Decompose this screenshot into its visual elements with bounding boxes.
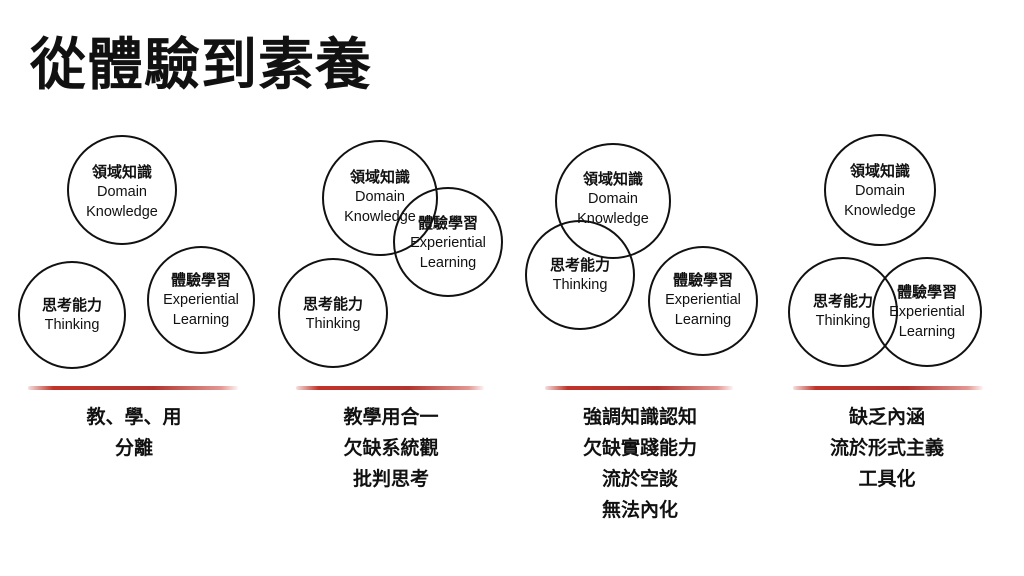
notes-list: 強調知識認知 欠缺實踐能力 流於空談 無法內化 — [540, 402, 740, 526]
circle-thinking — [18, 261, 126, 369]
notes-list: 缺乏內涵 流於形式主義 工具化 — [787, 402, 987, 495]
note-line: 分離 — [114, 437, 153, 459]
note-line: 流於形式主義 — [829, 437, 944, 459]
notes-list: 教學用合一 欠缺系統觀 批判思考 — [291, 402, 491, 495]
note-line: 工具化 — [858, 468, 916, 490]
circle-experiential-learning — [872, 257, 982, 367]
note-line: 無法內化 — [601, 499, 678, 521]
circle-experiential-learning — [648, 246, 758, 356]
red-brush-underline — [28, 386, 238, 390]
notes-list: 教、學、用 分離 — [34, 402, 234, 464]
note-line: 欠缺實踐能力 — [582, 437, 697, 459]
circle-thinking — [525, 220, 635, 330]
red-brush-underline — [296, 386, 484, 390]
circle-experiential-learning — [147, 246, 255, 354]
red-brush-underline — [545, 386, 733, 390]
circle-domain-knowledge — [67, 135, 177, 245]
note-line: 缺乏內涵 — [848, 406, 925, 428]
circle-thinking — [278, 258, 388, 368]
note-line: 批判思考 — [352, 468, 429, 490]
note-line: 教學用合一 — [343, 406, 439, 428]
red-brush-underline — [793, 386, 983, 390]
note-line: 強調知識認知 — [582, 406, 697, 428]
page-title: 從體驗到素養 — [30, 33, 372, 98]
note-line: 教、學、用 — [86, 406, 182, 428]
note-line: 流於空談 — [601, 468, 678, 490]
circle-experiential-learning — [393, 187, 503, 297]
note-line: 欠缺系統觀 — [343, 437, 439, 459]
circle-domain-knowledge — [824, 134, 936, 246]
